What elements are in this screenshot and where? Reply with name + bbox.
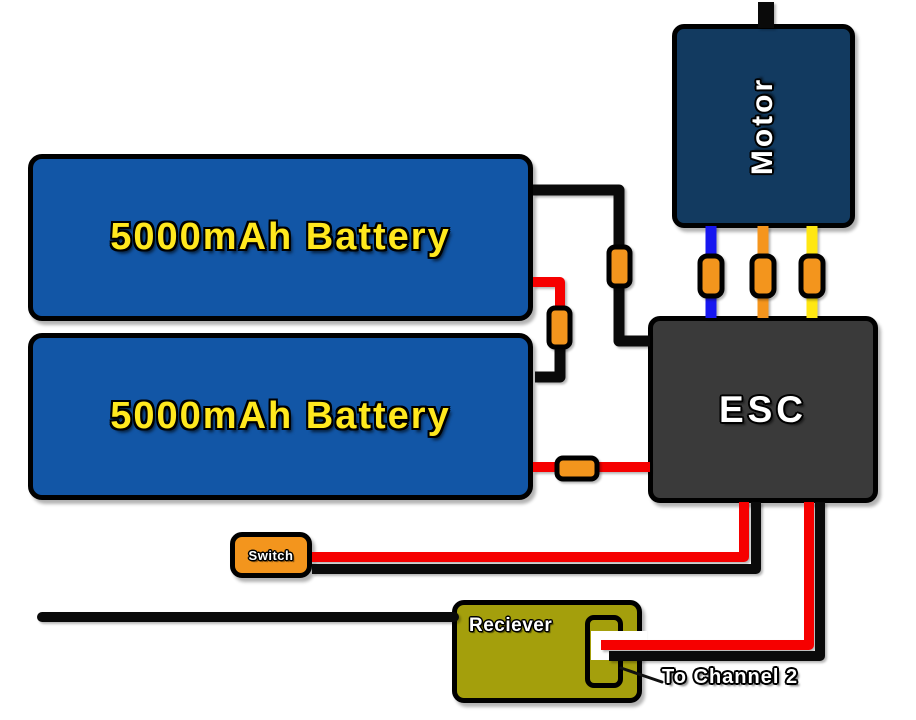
switch-box: Switch — [230, 532, 312, 578]
wire-esc-to-receiver-red — [601, 502, 814, 650]
wire-esc-to-switch-red — [312, 502, 749, 562]
switch-label: Switch — [248, 547, 294, 563]
channel-callout-line — [619, 666, 664, 684]
motor-box: Motor — [672, 24, 855, 228]
bullet-connector-battery1-negative — [606, 244, 633, 289]
wire-esc-to-switch-black — [312, 502, 761, 574]
battery-bottom-label: 5000mAh Battery — [110, 395, 451, 437]
battery-top-box: 5000mAh Battery — [28, 154, 533, 321]
receiver-label: Reciever — [469, 615, 553, 636]
bullet-connector-phase-orange — [749, 253, 777, 299]
bullet-connector-phase-blue — [697, 253, 725, 299]
channel-annotation: To Channel 2 — [662, 666, 799, 688]
motor-shaft — [758, 2, 774, 28]
wire-esc-to-receiver-black — [609, 502, 825, 661]
battery-top-label: 5000mAh Battery — [110, 216, 451, 258]
bullet-connector-phase-yellow — [798, 253, 826, 299]
bullet-connector-series-link — [546, 305, 573, 350]
esc-box: ESC — [648, 316, 878, 503]
battery-bottom-box: 5000mAh Battery — [28, 333, 533, 500]
bullet-connector-battery2-positive — [554, 455, 600, 482]
esc-label: ESC — [718, 388, 808, 430]
